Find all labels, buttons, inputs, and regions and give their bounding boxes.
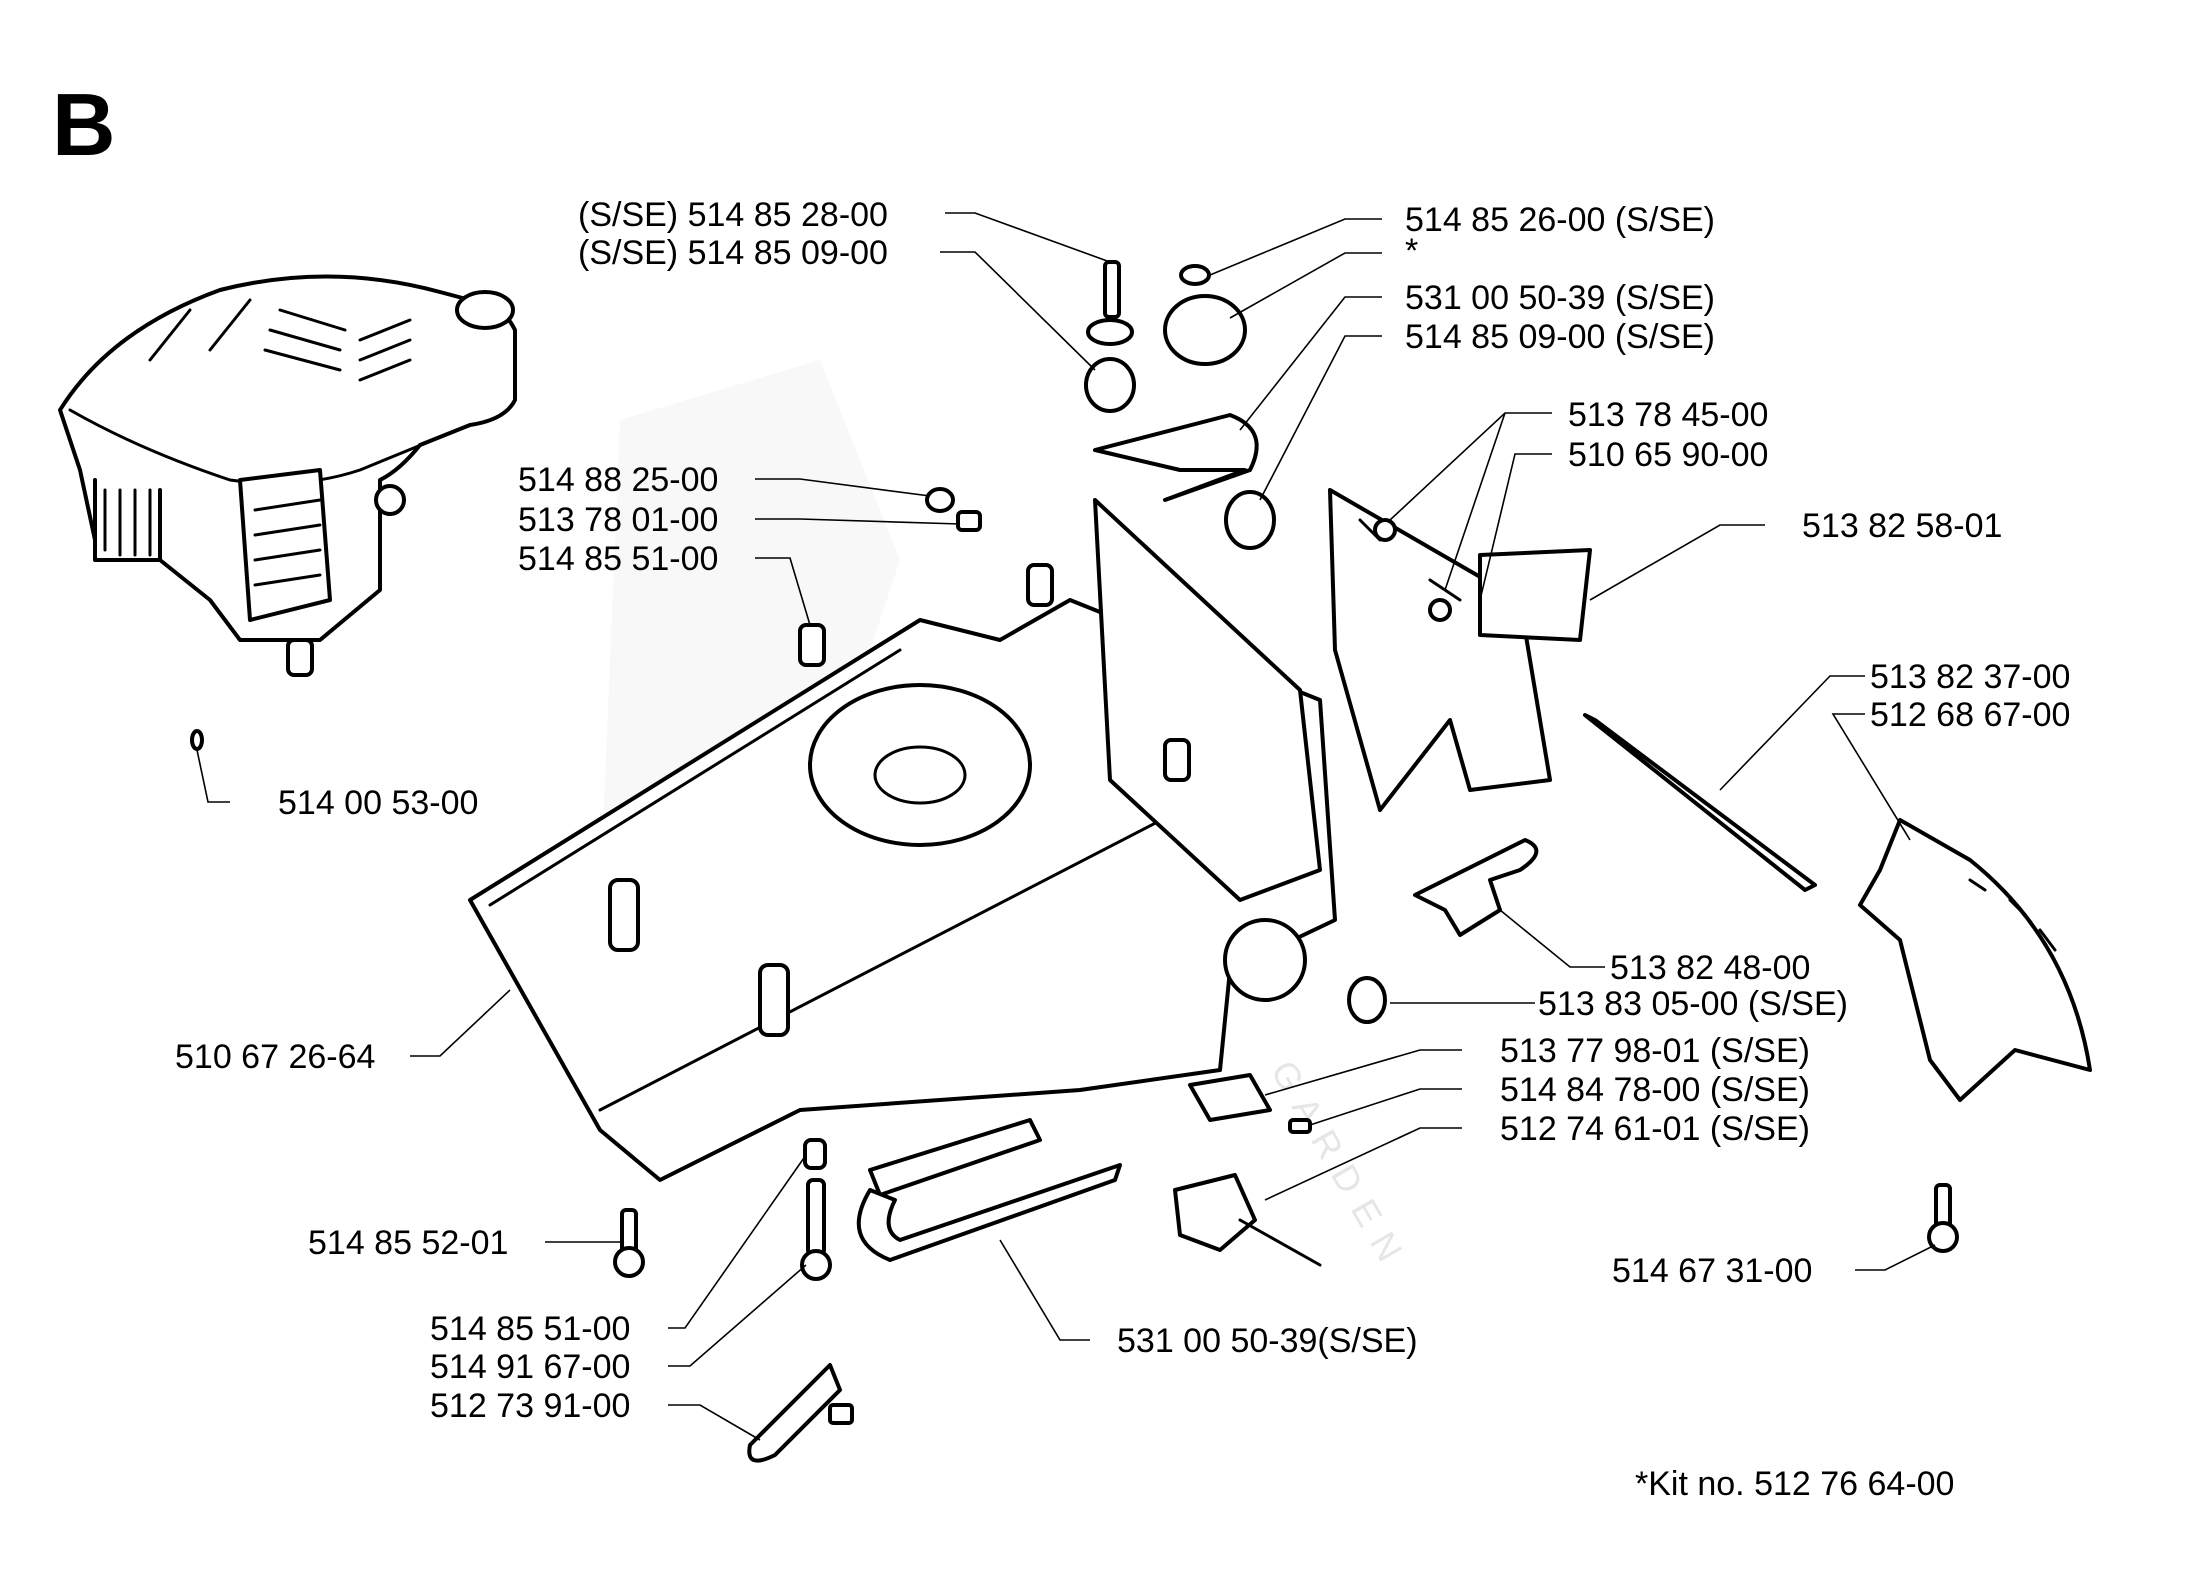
part-labels: (S/SE) 514 85 28-00 (S/SE) 514 85 09-00 …: [175, 196, 2070, 1503]
part-label: 514 85 51-00: [518, 540, 718, 578]
part-label: 513 77 98-01 (S/SE): [1500, 1032, 1810, 1070]
part-label: (S/SE) 514 85 28-00: [578, 196, 888, 234]
part-label: *: [1405, 232, 1418, 270]
part-label: 514 85 51-00: [430, 1310, 630, 1348]
part-label: 514 85 09-00 (S/SE): [1405, 318, 1715, 356]
part-label: 514 85 52-01: [308, 1224, 508, 1262]
part-label: 513 82 48-00: [1610, 949, 1810, 987]
leader-lines: [196, 212, 1936, 1441]
part-label: 513 78 01-00: [518, 501, 718, 539]
part-label: 531 00 50-39(S/SE): [1117, 1322, 1418, 1360]
part-label: 510 65 90-00: [1568, 436, 1768, 474]
side-guard-illustration: [1858, 818, 2092, 1102]
part-label: 512 74 61-01 (S/SE): [1500, 1110, 1810, 1148]
part-label: 514 91 67-00: [430, 1348, 630, 1386]
part-label: (S/SE) 514 85 09-00: [578, 234, 888, 272]
engine-illustration: [58, 274, 517, 677]
section-letter: B: [52, 75, 116, 174]
part-label: 513 78 45-00: [1568, 396, 1768, 434]
kit-note: *Kit no. 512 76 64-00: [1635, 1465, 1954, 1503]
part-label: 510 67 26-64: [175, 1038, 375, 1076]
part-label: 514 00 53-00: [278, 784, 478, 822]
part-label: 513 83 05-00 (S/SE): [1538, 985, 1848, 1023]
mower-deck-illustration: [468, 498, 1337, 1182]
part-label: 514 84 78-00 (S/SE): [1500, 1071, 1810, 1109]
top-hardware-illustration: [190, 260, 1276, 751]
part-label: 513 82 58-01: [1802, 507, 2002, 545]
part-label: 512 68 67-00: [1870, 696, 2070, 734]
decal-illustration: [1478, 548, 1592, 642]
lower-hardware-illustration: [613, 838, 1959, 1463]
part-label: 512 73 91-00: [430, 1387, 630, 1425]
part-label: 514 88 25-00: [518, 461, 718, 499]
part-label: 514 67 31-00: [1612, 1252, 1812, 1290]
part-label: 514 85 26-00 (S/SE): [1405, 201, 1715, 239]
axle-rod-illustration: [1583, 713, 1817, 892]
part-label: 513 82 37-00: [1870, 658, 2070, 696]
rear-flap-illustration: [1328, 488, 1552, 812]
part-label: 531 00 50-39 (S/SE): [1405, 279, 1715, 317]
